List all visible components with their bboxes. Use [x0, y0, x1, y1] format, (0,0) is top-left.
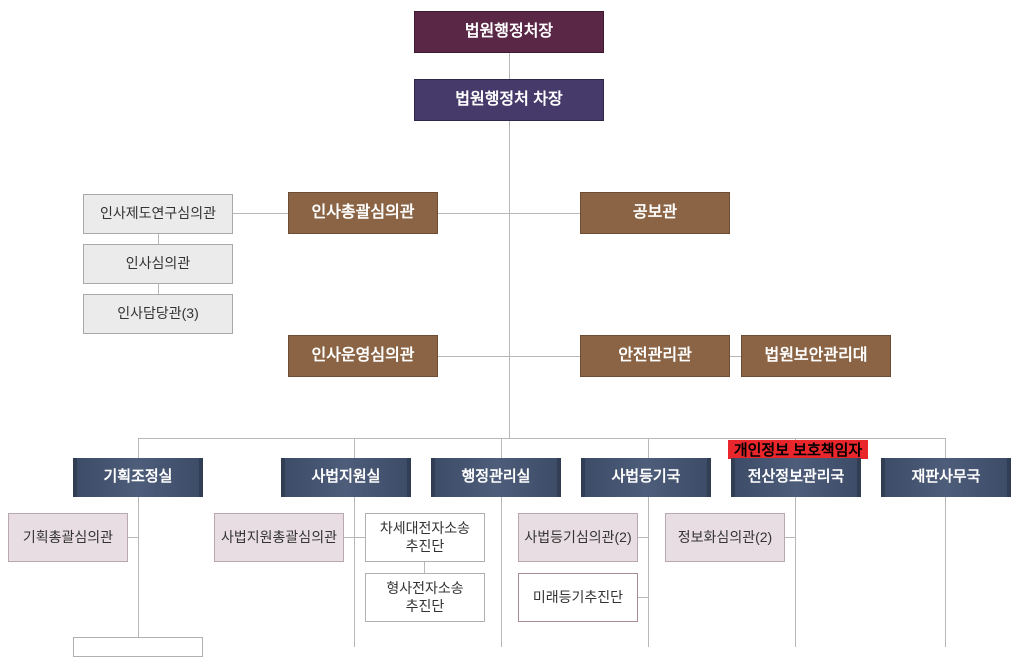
office-judicial-support-label: 사법지원실	[311, 468, 381, 486]
privacy-officer-badge: 개인정보 보호책임자	[728, 440, 868, 459]
connector-drop-administration	[501, 438, 502, 647]
next-gen-e-litigation-box[interactable]: 차세대전자소송 추진단	[365, 513, 485, 562]
connector-drop-court-affairs	[945, 438, 946, 647]
planning-sub-box-partial[interactable]	[73, 637, 203, 657]
chief-box[interactable]: 법원행정처장	[414, 11, 604, 53]
office-it-label: 전산정보관리국	[747, 468, 845, 486]
connector-informatization	[784, 537, 796, 538]
connector-future-registry	[637, 597, 649, 598]
office-judicial-support-box[interactable]: 사법지원실	[281, 458, 411, 497]
connector-offices-horizontal	[138, 438, 946, 439]
informatization-council-box[interactable]: 정보화심의관(2)	[665, 513, 785, 562]
planning-general-box[interactable]: 기획총괄심의관	[8, 513, 128, 562]
connector-drop-it	[795, 438, 796, 647]
judicial-support-general-box[interactable]: 사법지원총괄심의관	[214, 513, 344, 562]
office-it-box[interactable]: 전산정보관리국	[731, 458, 861, 497]
criminal-e-litigation-box[interactable]: 형사전자소송 추진단	[365, 573, 485, 622]
connector-registry-council	[637, 537, 649, 538]
office-registry-box[interactable]: 사법등기국	[581, 458, 711, 497]
pr-box[interactable]: 공보관	[580, 192, 730, 234]
personnel-general-box[interactable]: 인사총괄심의관	[288, 192, 438, 234]
criminal-line2: 추진단	[405, 597, 445, 614]
personnel-operations-box[interactable]: 인사운영심의관	[288, 335, 438, 377]
personnel-officer-box[interactable]: 인사담당관(3)	[83, 294, 233, 334]
connector-planning-general	[127, 537, 139, 538]
criminal-line1: 형사전자소송	[386, 580, 464, 596]
deputy-box[interactable]: 법원행정처 차장	[414, 79, 604, 121]
registry-council-box[interactable]: 사법등기심의관(2)	[518, 513, 638, 562]
office-court-affairs-label: 재판사무국	[911, 468, 981, 486]
office-registry-label: 사법등기국	[611, 468, 681, 486]
connector-drop-judicial-support	[354, 438, 355, 647]
connector-drop-registry	[648, 438, 649, 647]
connector-drop-planning	[138, 438, 139, 647]
office-administration-box[interactable]: 행정관리실	[431, 458, 561, 497]
office-court-affairs-box[interactable]: 재판사무국	[881, 458, 1011, 497]
office-planning-box[interactable]: 기획조정실	[73, 458, 203, 497]
office-planning-label: 기획조정실	[103, 468, 173, 486]
connector-main-vertical	[509, 53, 510, 439]
connector-judicial-support-general	[343, 537, 366, 538]
office-administration-label: 행정관리실	[461, 468, 531, 486]
security-unit-box[interactable]: 법원보안관리대	[741, 335, 891, 377]
personnel-research-box[interactable]: 인사제도연구심의관	[83, 194, 233, 234]
future-registry-box[interactable]: 미래등기추진단	[518, 573, 638, 622]
connector-judicial-sub-stack	[424, 562, 425, 574]
next-gen-line1: 차세대전자소송	[379, 520, 471, 536]
next-gen-line2: 추진단	[405, 537, 445, 554]
safety-box[interactable]: 안전관리관	[580, 335, 730, 377]
personnel-council-box[interactable]: 인사심의관	[83, 244, 233, 284]
